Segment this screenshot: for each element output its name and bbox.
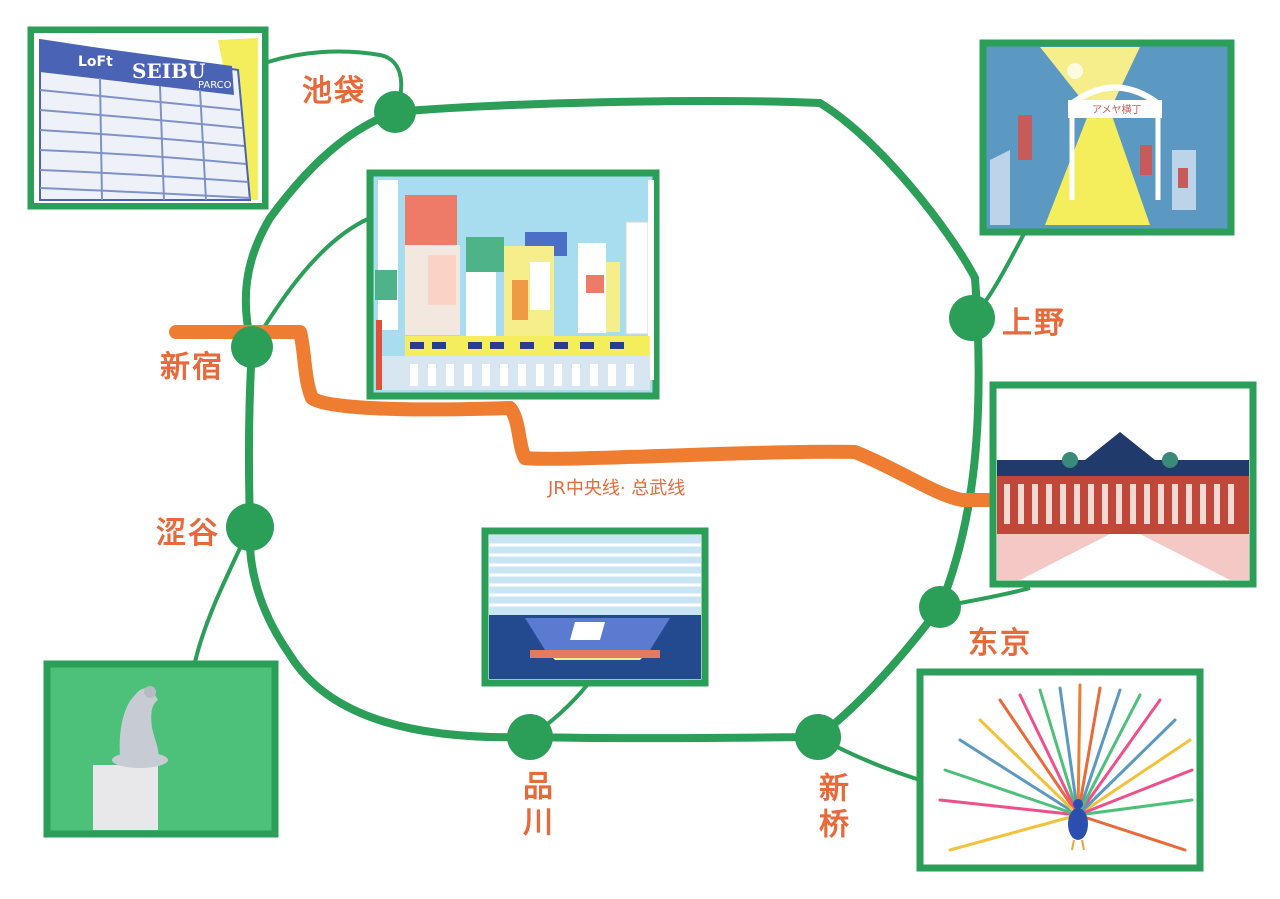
shinjuku-illustration [366, 169, 660, 400]
parco-sign: PARCO [198, 80, 232, 91]
station-nodes [226, 91, 995, 760]
station-label-shibuya[interactable]: 涩谷 [156, 516, 220, 551]
ueno-illustration: アメヤ横丁 [979, 39, 1235, 236]
station-node-shibuya [226, 503, 274, 551]
station-label-shimbashi[interactable]: 新桥 [813, 772, 848, 844]
shinagawa-illustration [481, 527, 709, 687]
station-label-ueno[interactable]: 上野 [1002, 306, 1066, 341]
station-node-ikebukuro [374, 91, 416, 133]
station-node-shinagawa [507, 714, 553, 760]
station-node-shimbashi [795, 714, 841, 760]
station-node-shinjuku [231, 326, 273, 368]
station-label-tokyo[interactable]: 东京 [968, 626, 1032, 661]
seibu-sign: SEIBU [132, 59, 205, 83]
shibuya-illustration [43, 660, 279, 838]
chuo-sobu-line-label: JR中央线· 总武线 [548, 478, 686, 499]
station-node-ueno [949, 295, 995, 341]
station-node-tokyo [919, 586, 961, 628]
station-label-shinagawa[interactable]: 品川 [517, 770, 552, 842]
tokyo-station-illustration [989, 381, 1257, 588]
station-label-shinjuku[interactable]: 新宿 [160, 350, 224, 385]
ameyoko-sign: アメヤ横丁 [1092, 103, 1142, 116]
chuo-sobu-line [169, 325, 1007, 507]
station-label-ikebukuro[interactable]: 池袋 [302, 74, 366, 109]
ikebukuro-illustration: LoFt SEIBU PARCO [27, 26, 269, 210]
shimbashi-illustration [916, 668, 1204, 872]
loft-sign: LoFt [78, 54, 113, 70]
